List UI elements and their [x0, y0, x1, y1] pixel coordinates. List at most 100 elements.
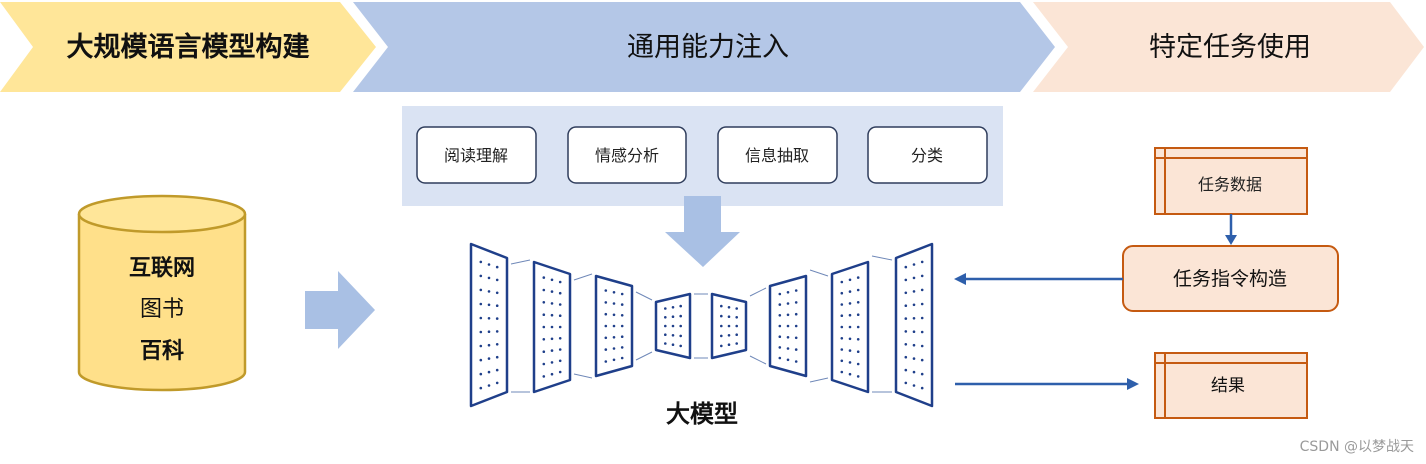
- neuron-dot: [558, 314, 562, 318]
- neuron-dot: [912, 263, 916, 266]
- neuron-dot: [550, 302, 554, 305]
- stage2-label: 通用能力注入: [627, 32, 789, 63]
- neuron-dot: [912, 343, 916, 347]
- neuron-dot: [912, 276, 916, 280]
- neuron-dot: [786, 358, 790, 362]
- neuron-dot: [904, 368, 908, 372]
- neuron-dot: [794, 336, 798, 340]
- neuron-dot: [487, 317, 491, 320]
- neuron-dot: [620, 335, 624, 339]
- neuron-dot: [840, 280, 844, 284]
- neuron-dot: [479, 260, 483, 264]
- layer-connector: [809, 269, 829, 277]
- result-box: [1154, 352, 1308, 419]
- data-to-instruction-arrowhead: [1225, 235, 1237, 245]
- stage2-chevron: [353, 2, 1055, 92]
- ability-box: [416, 126, 537, 184]
- corpus-to-model-arrow: [305, 271, 375, 349]
- model-layers: [469, 242, 934, 408]
- neuron-dot: [848, 302, 852, 305]
- neuron-dot: [904, 381, 908, 385]
- neuron-dot: [550, 290, 554, 293]
- layer-connector: [635, 351, 653, 361]
- neuron-dot: [904, 291, 908, 295]
- neuron-dot: [604, 289, 608, 292]
- neuron-dot: [479, 372, 483, 376]
- neuron-dot: [479, 344, 483, 348]
- neuron-dot: [848, 278, 852, 282]
- neuron-dot: [550, 349, 554, 352]
- task-instruction-label: 任务指令构造: [1173, 268, 1287, 290]
- neuron-dot: [664, 342, 667, 345]
- neuron-dot: [856, 362, 860, 366]
- neuron-dot: [487, 343, 491, 347]
- neuron-dot: [542, 276, 546, 279]
- neuron-dot: [487, 276, 491, 280]
- neuron-dot: [727, 306, 731, 309]
- corpus-database-icon: [77, 194, 247, 392]
- neuron-dot: [912, 330, 916, 334]
- neuron-dot: [479, 330, 483, 334]
- layer-connector: [809, 377, 829, 383]
- neuron-dot: [495, 265, 499, 269]
- neuron-dot: [786, 336, 790, 339]
- neuron-dot: [558, 337, 562, 340]
- neuron-dot: [778, 324, 782, 328]
- instruction-to-model-arrowhead: [954, 273, 966, 285]
- neuron-dot: [479, 288, 483, 292]
- neuron-dot: [612, 313, 616, 317]
- neuron-dot: [542, 288, 546, 292]
- ability-to-model-arrow: [665, 196, 740, 267]
- ability-box: [717, 126, 838, 184]
- neuron-dot: [620, 303, 624, 306]
- neuron-dot: [904, 265, 908, 269]
- neuron-dot: [735, 307, 738, 310]
- neuron-dot: [727, 343, 731, 347]
- neuron-dot: [550, 372, 554, 376]
- neuron-dot: [735, 324, 738, 328]
- neuron-dot: [558, 325, 562, 329]
- neuron-dot: [671, 324, 675, 328]
- neuron-dot: [778, 335, 782, 339]
- neuron-dot: [840, 370, 844, 374]
- neuron-dot: [735, 316, 738, 319]
- neuron-dot: [487, 290, 491, 293]
- neuron-dot: [664, 333, 667, 337]
- neuron-dot: [558, 280, 562, 284]
- layer-connector: [573, 273, 593, 281]
- neuron-dot: [487, 370, 491, 374]
- neuron-dot: [920, 330, 924, 334]
- neuron-dot: [487, 263, 491, 266]
- neuron-dot: [604, 301, 608, 304]
- neuron-dot: [778, 292, 782, 296]
- neuron-dot: [778, 303, 782, 306]
- neuron-dot: [920, 260, 924, 264]
- neuron-dot: [612, 324, 616, 328]
- neuron-dot: [904, 304, 908, 308]
- neuron-dot: [840, 337, 844, 340]
- neuron-dot: [542, 338, 546, 341]
- ability-label: 阅读理解: [444, 146, 508, 165]
- neuron-dot: [794, 289, 798, 292]
- neuron-dot: [856, 276, 860, 279]
- corpus-line3: 百科: [140, 339, 184, 364]
- neuron-dot: [487, 384, 491, 387]
- neuron-dot: [479, 302, 483, 306]
- neuron-dot: [664, 307, 667, 310]
- neuron-dot: [487, 330, 491, 334]
- neuron-dot: [620, 324, 624, 328]
- neuron-dot: [671, 343, 675, 347]
- ability-label: 分类: [911, 146, 943, 165]
- neuron-dot: [550, 337, 554, 341]
- neuron-dot: [848, 349, 852, 352]
- neuron-dot: [720, 334, 723, 338]
- neuron-dot: [620, 292, 624, 296]
- neuron-dot: [912, 370, 916, 374]
- neuron-dot: [558, 303, 562, 306]
- neuron-dot: [495, 317, 499, 320]
- layer-connector: [635, 291, 653, 301]
- stage1-label: 大规模语言模型构建: [67, 32, 310, 63]
- stage3-chevron: [1033, 2, 1424, 92]
- neuron-dot: [495, 330, 499, 333]
- neuron-dot: [620, 356, 624, 360]
